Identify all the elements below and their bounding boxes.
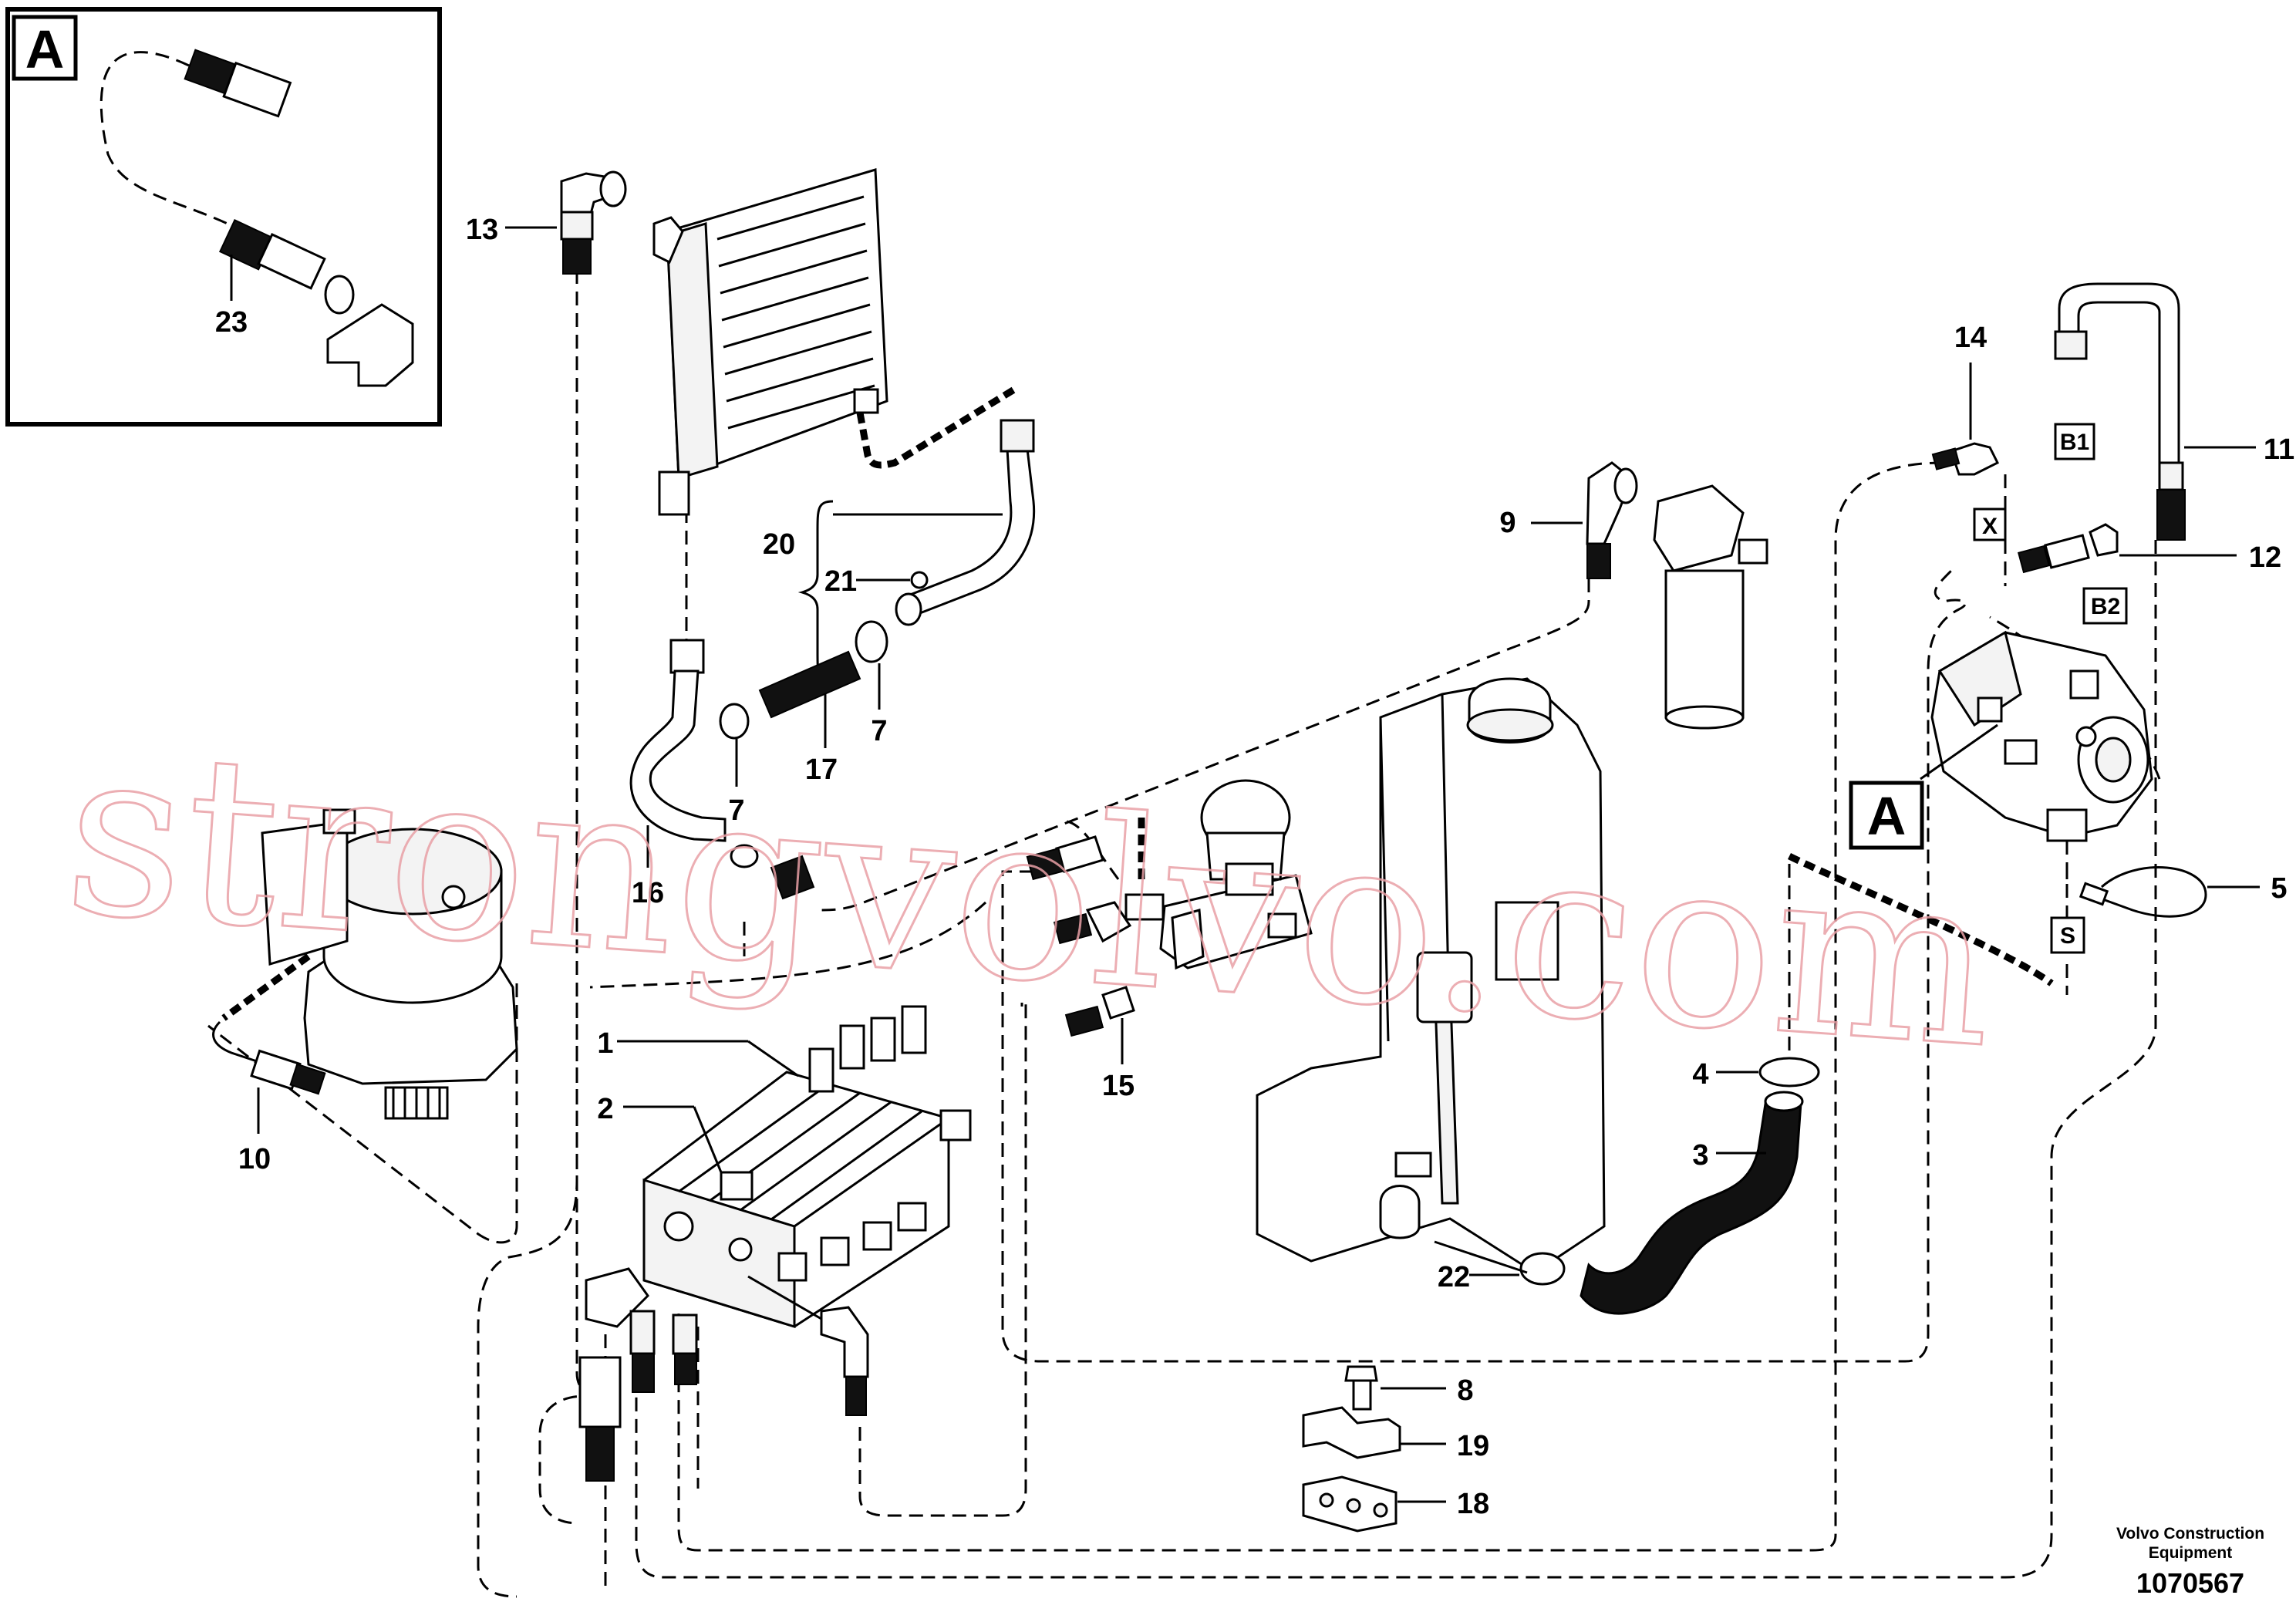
callout-20: 20 — [763, 528, 795, 561]
port-tag-s: S — [2060, 923, 2075, 949]
callout-5: 5 — [2271, 872, 2287, 905]
pilot-valve-block: 15 — [1026, 779, 1313, 1102]
part-10-fitting: 10 — [212, 1020, 326, 1175]
callout-7-upper: 7 — [871, 715, 887, 747]
callout-15: 15 — [1102, 1070, 1135, 1102]
part-22-clamp: 22 — [1434, 1240, 1566, 1293]
callout-8: 8 — [1457, 1374, 1473, 1407]
callout-9: 9 — [1499, 507, 1515, 539]
return-filter: 9 — [1499, 461, 1768, 730]
part-5-cable-tie: 5 S — [2050, 866, 2288, 954]
oil-cooler — [652, 168, 888, 516]
part-11-tube: 11 B1 — [2054, 282, 2294, 541]
port-tag-b1: B1 — [2060, 430, 2089, 455]
hydraulic-tank — [1256, 677, 1606, 1274]
callout-3: 3 — [1692, 1139, 1708, 1172]
part-14-fitting: 14 X — [1931, 322, 2007, 541]
port-tag-x: X — [1982, 514, 1998, 539]
callout-2: 2 — [597, 1093, 613, 1125]
hose-routes — [207, 270, 2161, 1598]
part-20-tube: 20 21 — [763, 419, 1036, 684]
port-tag-b2: B2 — [2091, 594, 2120, 619]
callout-19: 19 — [1457, 1430, 1489, 1462]
callout-12: 12 — [2249, 541, 2281, 574]
callout-1: 1 — [597, 1027, 613, 1060]
callout-23: 23 — [215, 306, 248, 339]
control-valve-block: 1 2 — [578, 1005, 972, 1482]
view-marker-letter: A — [1867, 786, 1907, 846]
part-3-hose: 3 4 — [1580, 1057, 1820, 1315]
bracket-assembly: 8 19 18 — [1302, 1365, 1489, 1533]
footer: Volvo Construction Equipment 1070567 — [2116, 1525, 2264, 1599]
callout-10: 10 — [238, 1143, 271, 1175]
part-13-elbow: 13 — [466, 170, 627, 275]
part-17-hose: 7 17 7 — [719, 620, 888, 827]
callout-11: 11 — [2264, 433, 2294, 466]
valve-spools — [663, 1005, 972, 1282]
part-12-fitting: 12 B2 — [2017, 523, 2281, 625]
callout-13: 13 — [466, 214, 498, 246]
callout-22: 22 — [1438, 1261, 1470, 1293]
drawing-number: 1070567 — [2136, 1567, 2244, 1599]
inset-letter: A — [25, 19, 65, 79]
part-16-tube: 16 — [629, 639, 815, 909]
swing-motor — [261, 808, 518, 1120]
callout-21: 21 — [824, 565, 857, 598]
view-marker-a: A — [1849, 723, 1998, 850]
brand-line-2: Equipment — [2149, 1544, 2233, 1562]
callout-4: 4 — [1692, 1058, 1708, 1091]
callout-7-lower: 7 — [728, 794, 744, 827]
hydraulic-pump — [1930, 630, 2153, 842]
inset-fitting-upper — [184, 49, 292, 118]
callout-16: 16 — [632, 877, 664, 909]
callout-17: 17 — [805, 754, 838, 786]
callout-14: 14 — [1954, 322, 1987, 354]
callout-18: 18 — [1457, 1488, 1489, 1520]
heavy-dashed-tubes — [221, 386, 2054, 1021]
brand-line-1: Volvo Construction — [2116, 1525, 2264, 1543]
inset-fitting-23 — [218, 218, 414, 387]
inset-detail-a: A 23 — [5, 7, 442, 427]
